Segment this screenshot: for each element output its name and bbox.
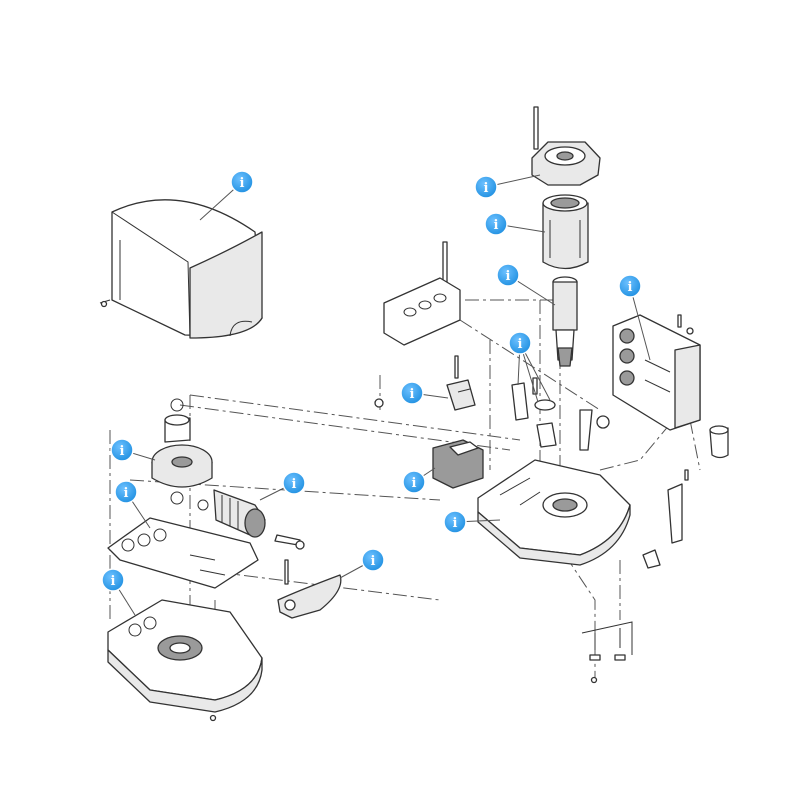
info-icon-glyph: i — [124, 486, 129, 501]
info-icon-worm-gear[interactable]: i — [282, 471, 306, 495]
info-marker-circle — [402, 470, 426, 494]
info-icon-gasket[interactable]: i — [114, 480, 138, 504]
motor-part — [542, 194, 589, 270]
motor-shaft-part — [552, 276, 578, 367]
info-icon-glyph: i — [628, 280, 633, 295]
info-icon-motor-shaft[interactable]: i — [496, 263, 520, 287]
info-marker-circle — [474, 175, 498, 199]
info-marker-circle — [496, 263, 520, 287]
upper-housing-part — [477, 459, 689, 569]
terminal-block-part — [446, 355, 476, 411]
info-icon-base-housing[interactable]: i — [101, 568, 125, 592]
info-icon-release-lever[interactable]: i — [361, 548, 385, 572]
info-marker-circle — [618, 274, 642, 298]
info-icon-limit-switch[interactable]: i — [508, 331, 532, 355]
info-icon-glyph: i — [111, 574, 116, 589]
info-marker-circle — [101, 568, 125, 592]
transformer-part — [432, 439, 484, 489]
info-icon-glyph: i — [120, 444, 125, 459]
info-icon-upper-housing[interactable]: i — [443, 510, 467, 534]
info-icon-transformer[interactable]: i — [402, 470, 426, 494]
motor-flange-part — [531, 106, 601, 186]
info-marker-circle — [110, 438, 134, 462]
cover-part — [99, 199, 263, 339]
output-gear-part — [151, 398, 213, 505]
info-icon-glyph: i — [410, 387, 415, 402]
limit-switch-part — [511, 377, 610, 451]
mounting-bracket-part — [374, 241, 461, 408]
info-icon-terminal-block[interactable]: i — [400, 381, 424, 405]
info-icon-control-board[interactable]: i — [618, 274, 642, 298]
info-markers: i i i i i i i i — [101, 170, 642, 592]
info-marker-circle — [230, 170, 254, 194]
info-icon-motor-flange[interactable]: i — [474, 175, 498, 199]
worm-gear-part — [197, 489, 305, 550]
info-icon-glyph: i — [494, 218, 499, 233]
info-marker-circle — [400, 381, 424, 405]
info-icon-glyph: i — [518, 337, 523, 352]
info-icon-glyph: i — [412, 476, 417, 491]
info-icon-glyph: i — [506, 269, 511, 284]
info-marker-circle — [484, 212, 508, 236]
base-housing-part — [107, 599, 263, 722]
info-marker-circle — [508, 331, 532, 355]
info-icon-glyph: i — [484, 181, 489, 196]
gasket-part — [107, 517, 259, 589]
info-marker-circle — [114, 480, 138, 504]
info-icon-cover[interactable]: i — [230, 170, 254, 194]
info-marker-circle — [361, 548, 385, 572]
release-lever-part — [277, 559, 342, 619]
info-icon-motor[interactable]: i — [484, 212, 508, 236]
info-icon-glyph: i — [240, 176, 245, 191]
info-marker-circle — [443, 510, 467, 534]
lower-bracket-part — [581, 621, 633, 684]
info-icon-output-gear[interactable]: i — [110, 438, 134, 462]
control-board-part — [612, 314, 729, 459]
info-icon-glyph: i — [453, 516, 458, 531]
info-icon-glyph: i — [371, 554, 376, 569]
info-icon-glyph: i — [292, 477, 297, 492]
info-marker-circle — [282, 471, 306, 495]
